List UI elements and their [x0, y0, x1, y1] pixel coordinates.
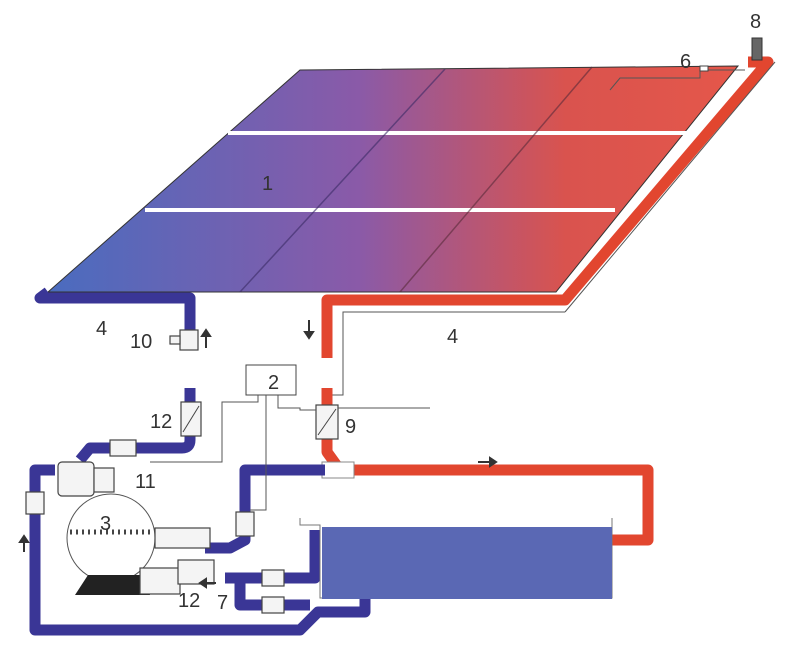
label-collector: 1 [262, 173, 273, 195]
hot-pipe-to-pool [321, 388, 654, 546]
label-controller: 2 [268, 372, 279, 394]
cold-pipe-return-branch [234, 580, 310, 611]
valve [261, 569, 285, 587]
vent-valve-8 [751, 37, 763, 61]
cold-pipe-bypass [205, 464, 325, 554]
sensor-6 [699, 65, 709, 72]
label-valve-7: 7 [217, 592, 228, 614]
cold-pipe-pool-inlet [225, 530, 321, 584]
label-drain-valve: 10 [130, 331, 152, 353]
cold-pipe-pump-line [75, 388, 196, 464]
label-check-valve-12a: 12 [150, 411, 172, 433]
label-vent-valve: 8 [750, 11, 761, 33]
valve [25, 491, 45, 515]
label-sensor: 6 [680, 51, 691, 73]
drain-valve-10 [179, 329, 199, 351]
cold-pipe-suction [29, 464, 371, 636]
label-pipe-right: 4 [447, 326, 458, 348]
label-pump: 11 [135, 471, 156, 493]
cold-pipe-to-collector [34, 287, 196, 345]
controller-2 [245, 364, 297, 396]
solar-collector [46, 65, 740, 293]
label-pipe-left: 4 [96, 318, 107, 340]
sand-filter-3 [66, 493, 215, 595]
label-filter: 3 [100, 513, 111, 535]
pump-11 [57, 461, 115, 497]
pool [299, 518, 613, 599]
label-check-valve-12b: 12 [178, 590, 200, 612]
valve [235, 511, 255, 537]
flow-arrow-icon [18, 320, 498, 589]
valve [261, 596, 285, 614]
hot-pipe-from-collector [321, 56, 774, 358]
valve [109, 439, 137, 457]
label-check-valve-9: 9 [345, 416, 356, 438]
